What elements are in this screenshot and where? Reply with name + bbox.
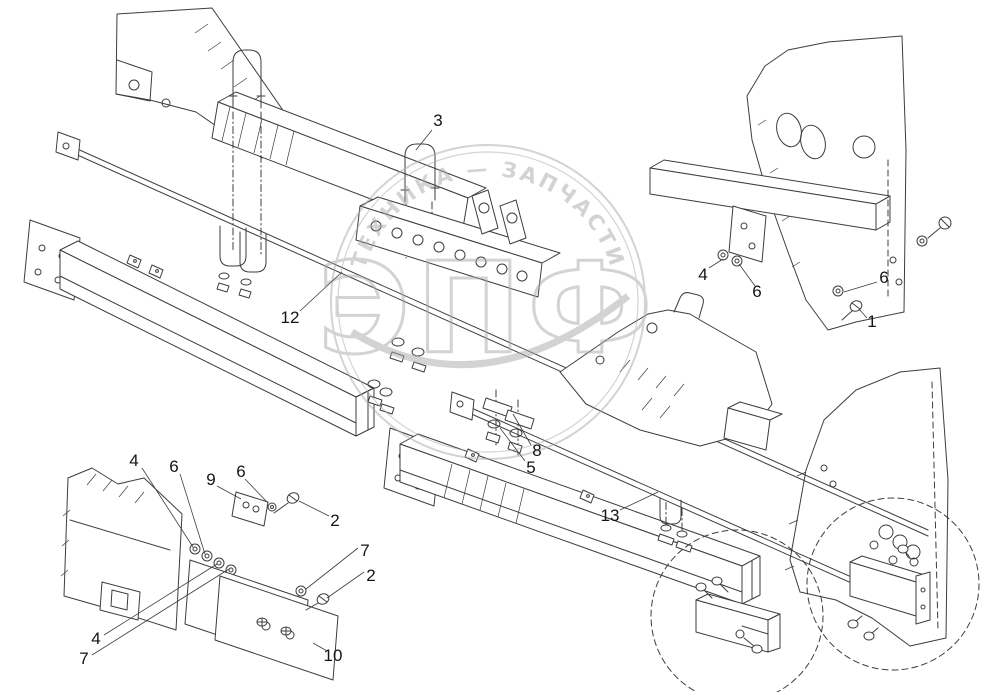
- rail-part-12: [55, 131, 929, 537]
- u-bolt-clamps-left: [216, 225, 267, 299]
- screw-1-right: [841, 300, 863, 321]
- washer-7-right: [295, 585, 307, 597]
- part-callout-6-right: 6: [879, 268, 888, 287]
- washer-6-bracket: [267, 502, 277, 512]
- washers-4-6-top-right: [717, 249, 743, 267]
- frame-fragment-bottom-left: [60, 467, 183, 631]
- part-callout-2-lower: 2: [366, 566, 375, 585]
- bracket-part-9: [231, 491, 269, 527]
- bolts-plate-10: [256, 617, 292, 636]
- bumper-beam-left: [23, 219, 375, 437]
- part-callout-6-left2: 6: [236, 462, 245, 481]
- clamp-cluster-5-8: [482, 389, 535, 457]
- part-callout-8: 8: [532, 441, 541, 460]
- detail-circle-left: [650, 529, 824, 692]
- washer-6-right: [832, 285, 844, 297]
- frame-fragment-mid-right: [559, 292, 783, 451]
- part-callout-4-topright: 4: [698, 265, 707, 284]
- screw-2-lower: [305, 593, 330, 611]
- part-callout-2-upper: 2: [330, 511, 339, 530]
- bolt-washer-top-right: [916, 216, 952, 247]
- part-callouts: 3 12 4 6 6 1 8 5 13 4 6 9 6 2 7 2 4 7 10: [79, 111, 888, 668]
- part-callout-13: 13: [601, 506, 620, 525]
- part-callout-7-mid: 7: [360, 541, 369, 560]
- screw-2-upper: [273, 492, 300, 514]
- part-callout-10: 10: [324, 646, 343, 665]
- watermark-swoosh: [350, 293, 631, 369]
- part-callout-12: 12: [281, 308, 300, 327]
- frame-beam-upper: [211, 91, 487, 235]
- bumper-beam-center: [383, 427, 761, 605]
- part-callout-5: 5: [526, 458, 535, 477]
- part-callout-3: 3: [433, 111, 442, 130]
- u-bolt-top-left: [228, 49, 266, 257]
- leader-lines: [91, 129, 878, 656]
- watermark-ring-outer: [330, 144, 646, 460]
- watermark-brand: ЭПФ: [318, 235, 659, 382]
- part-callout-4-bottom: 4: [91, 629, 100, 648]
- beam-with-holes: [355, 189, 561, 298]
- part-callout-9: 9: [206, 470, 215, 489]
- part-callout-7-bottom: 7: [79, 649, 88, 668]
- part-callout-6-topright: 6: [752, 282, 761, 301]
- clamp-cluster-13: [657, 497, 693, 553]
- beam-top-right: [649, 159, 891, 263]
- detail-circle-right: [806, 497, 980, 671]
- part-callout-6-left: 6: [169, 457, 178, 476]
- watermark-ring-inner: [337, 151, 639, 453]
- part-callout-1: 1: [867, 312, 876, 331]
- part-callout-4-left: 4: [129, 451, 138, 470]
